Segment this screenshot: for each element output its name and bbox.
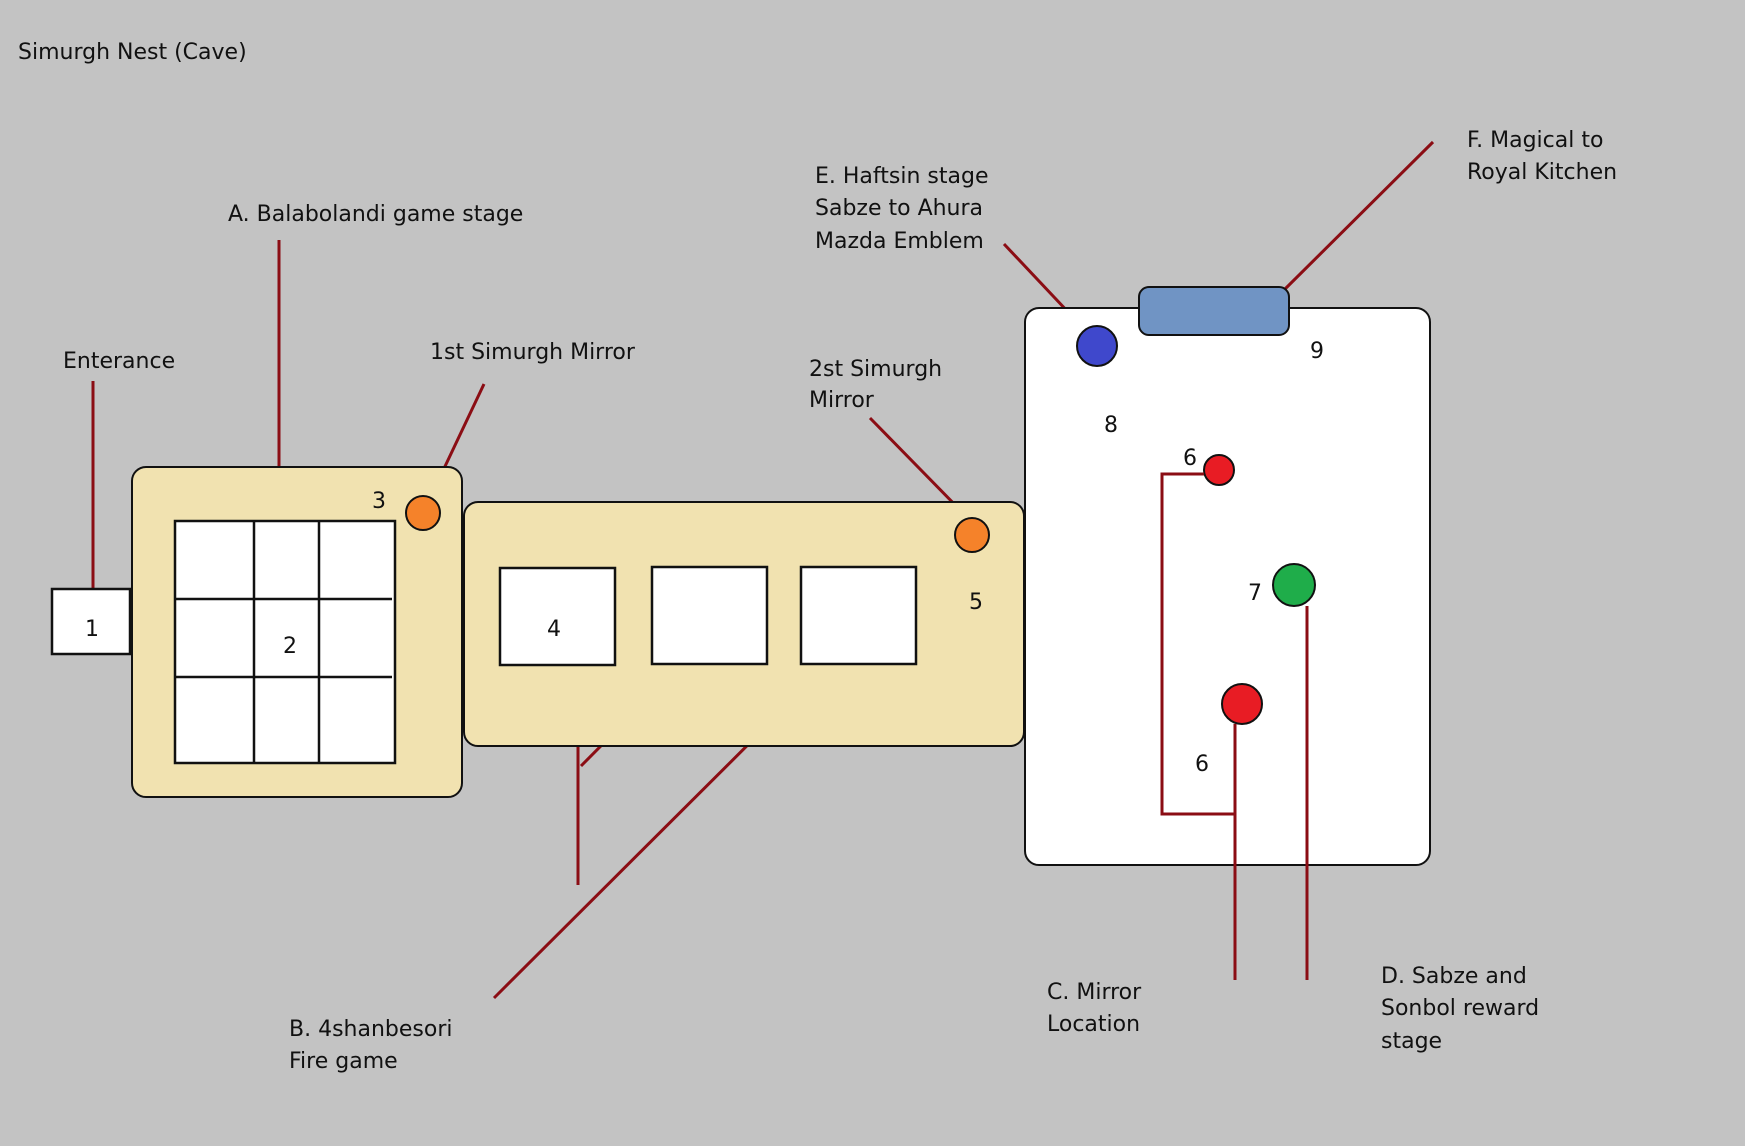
label-stage-a: A. Balabolandi game stage (228, 202, 523, 227)
entrance-box (50, 587, 132, 656)
number-7: 7 (1248, 581, 1262, 606)
label-stage-d-line3: stage (1381, 1029, 1442, 1054)
label-stage-c-line1: C. Mirror (1047, 980, 1142, 1005)
mirror-1-marker (405, 495, 441, 531)
label-stage-e-line3: Mazda Emblem (815, 229, 984, 254)
fire-box-1 (498, 566, 617, 667)
label-stage-d-line2: Sonbol reward (1381, 996, 1539, 1021)
number-8: 8 (1104, 413, 1118, 438)
mirror-location-marker-bottom (1221, 683, 1263, 725)
number-6-bottom: 6 (1195, 752, 1209, 777)
label-stage-e-line2: Sabze to Ahura (815, 196, 983, 221)
fire-box-2 (650, 565, 769, 666)
mirror-2-marker (954, 517, 990, 553)
label-mirror-1: 1st Simurgh Mirror (430, 340, 636, 365)
label-mirror-2-line2: Mirror (809, 388, 875, 413)
number-4: 4 (547, 617, 561, 642)
label-stage-b-line1: B. 4shanbesori (289, 1017, 453, 1042)
map-title: Simurgh Nest (Cave) (18, 40, 247, 65)
fire-box-3 (799, 565, 918, 666)
label-mirror-2-line1: 2st Simurgh (809, 357, 942, 382)
label-stage-f-line1: F. Magical to (1467, 128, 1603, 153)
mirror-location-connector (1160, 472, 1235, 816)
label-stage-b-line2: Fire game (289, 1049, 398, 1074)
number-6-top: 6 (1183, 446, 1197, 471)
mirror-2-leader-line (868, 416, 965, 515)
mirror-location-marker-top (1203, 454, 1235, 486)
label-stage-d-line1: D. Sabze and (1381, 964, 1527, 989)
reward-stage-marker (1272, 563, 1316, 607)
number-2: 2 (283, 634, 297, 659)
number-9: 9 (1310, 339, 1324, 364)
number-1: 1 (85, 617, 99, 642)
number-5: 5 (969, 590, 983, 615)
ahura-mazda-emblem-marker (1076, 325, 1118, 367)
label-stage-e-line1: E. Haftsin stage (815, 164, 988, 189)
number-3: 3 (372, 489, 386, 514)
room-haftsin-hall (1024, 307, 1431, 866)
label-stage-c-line2: Location (1047, 1012, 1140, 1037)
label-entrance: Enterance (63, 349, 175, 374)
balabolandi-grid (173, 519, 397, 765)
royal-kitchen-portal (1138, 286, 1290, 336)
label-stage-f-line2: Royal Kitchen (1467, 160, 1617, 185)
stage-f-leader-line (1280, 140, 1435, 294)
